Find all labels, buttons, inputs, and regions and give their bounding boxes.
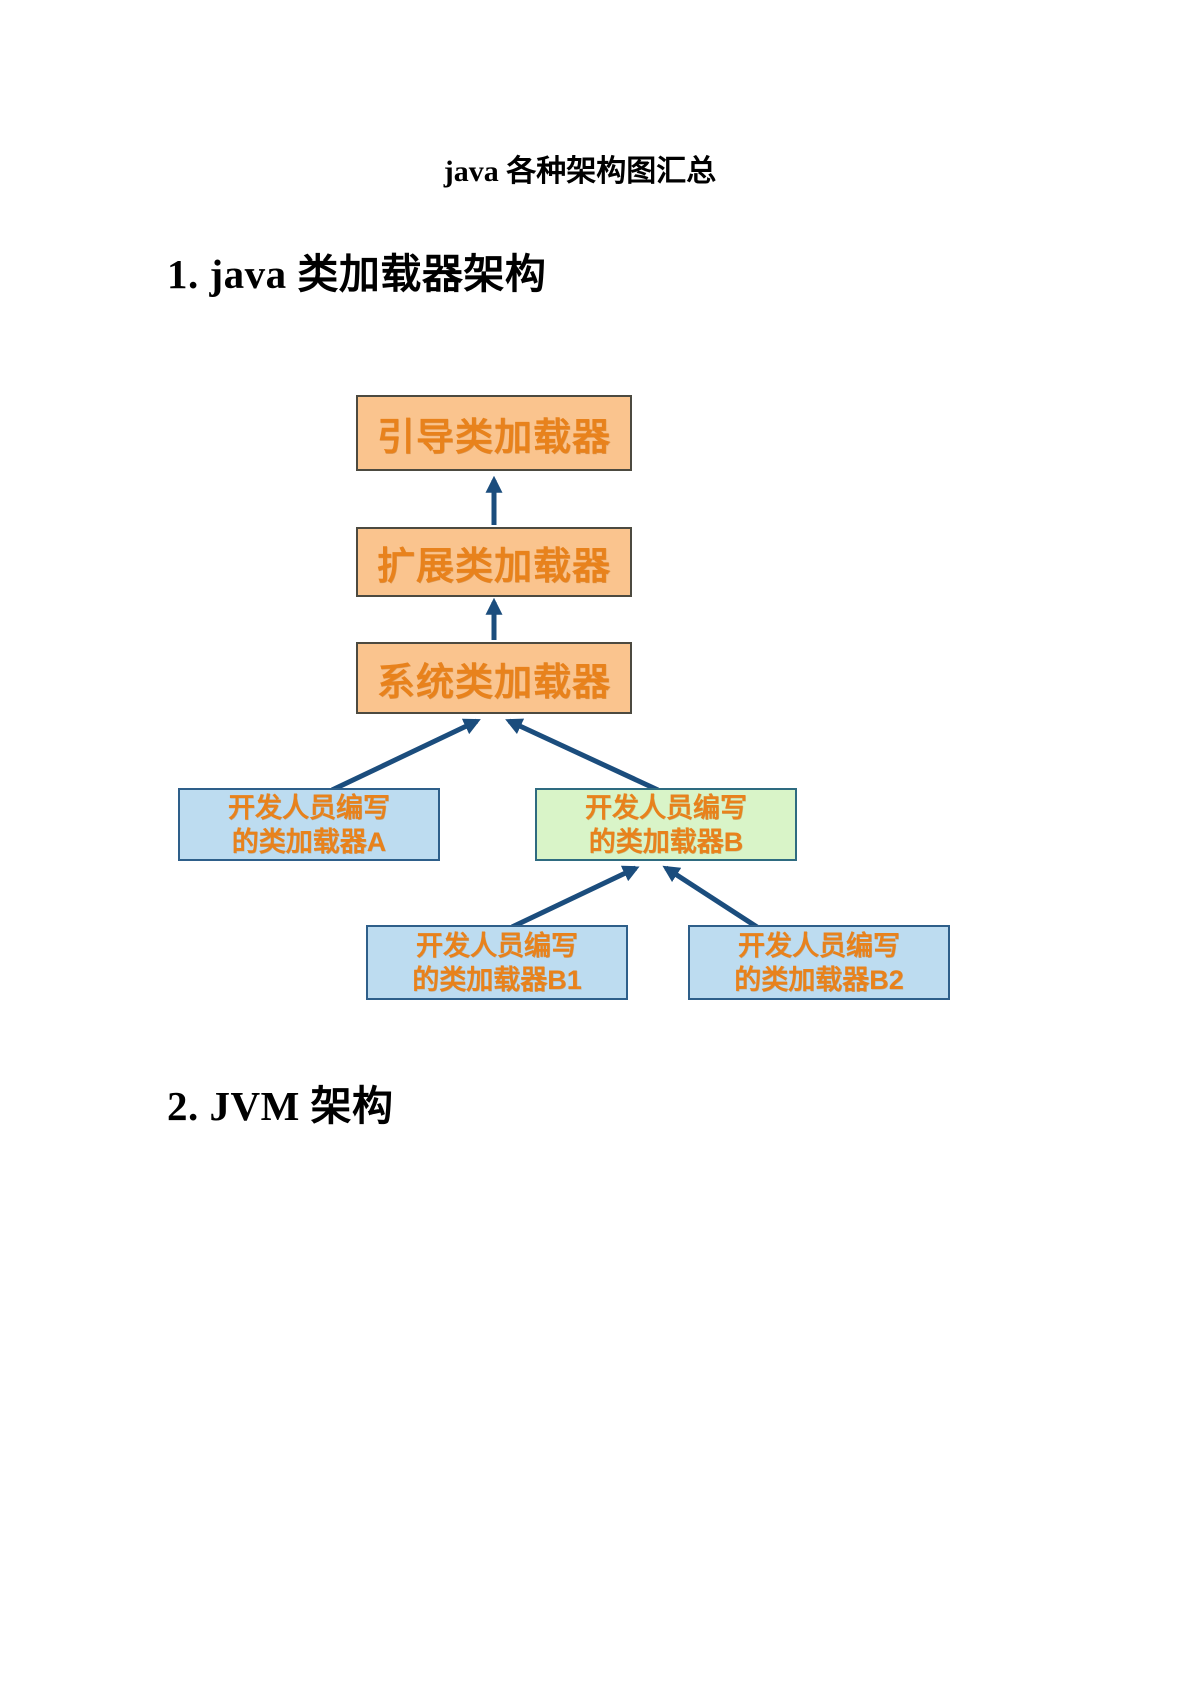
node-extension-classloader: 扩展类加载器 [356, 527, 632, 597]
classloader-diagram: 引导类加载器 扩展类加载器 系统类加载器 开发人员编写 的类加载器A 开发人员编… [0, 340, 1191, 1040]
section-1-heading: 1. java 类加载器架构 [167, 251, 547, 297]
document-title: java 各种架构图汇总 [443, 155, 717, 188]
node-bootstrap-classloader: 引导类加载器 [356, 395, 632, 471]
arrow-loaderA-to-system [330, 718, 481, 793]
node-system-classloader: 系统类加载器 [356, 642, 632, 714]
arrow-loaderB2-to-loaderB [662, 865, 759, 930]
node-developer-classloader-a: 开发人员编写 的类加载器A [178, 788, 440, 861]
diagram-arrow-layer [330, 475, 759, 930]
node-developer-classloader-b2: 开发人员编写 的类加载器B2 [688, 925, 950, 1000]
arrow-loaderB1-to-loaderB [510, 865, 640, 930]
node-developer-classloader-b: 开发人员编写 的类加载器B [535, 788, 797, 861]
node-developer-classloader-b1: 开发人员编写 的类加载器B1 [366, 925, 628, 1000]
arrow-loaderB-to-system [505, 718, 660, 793]
section-2-heading: 2. JVM 架构 [167, 1083, 394, 1129]
